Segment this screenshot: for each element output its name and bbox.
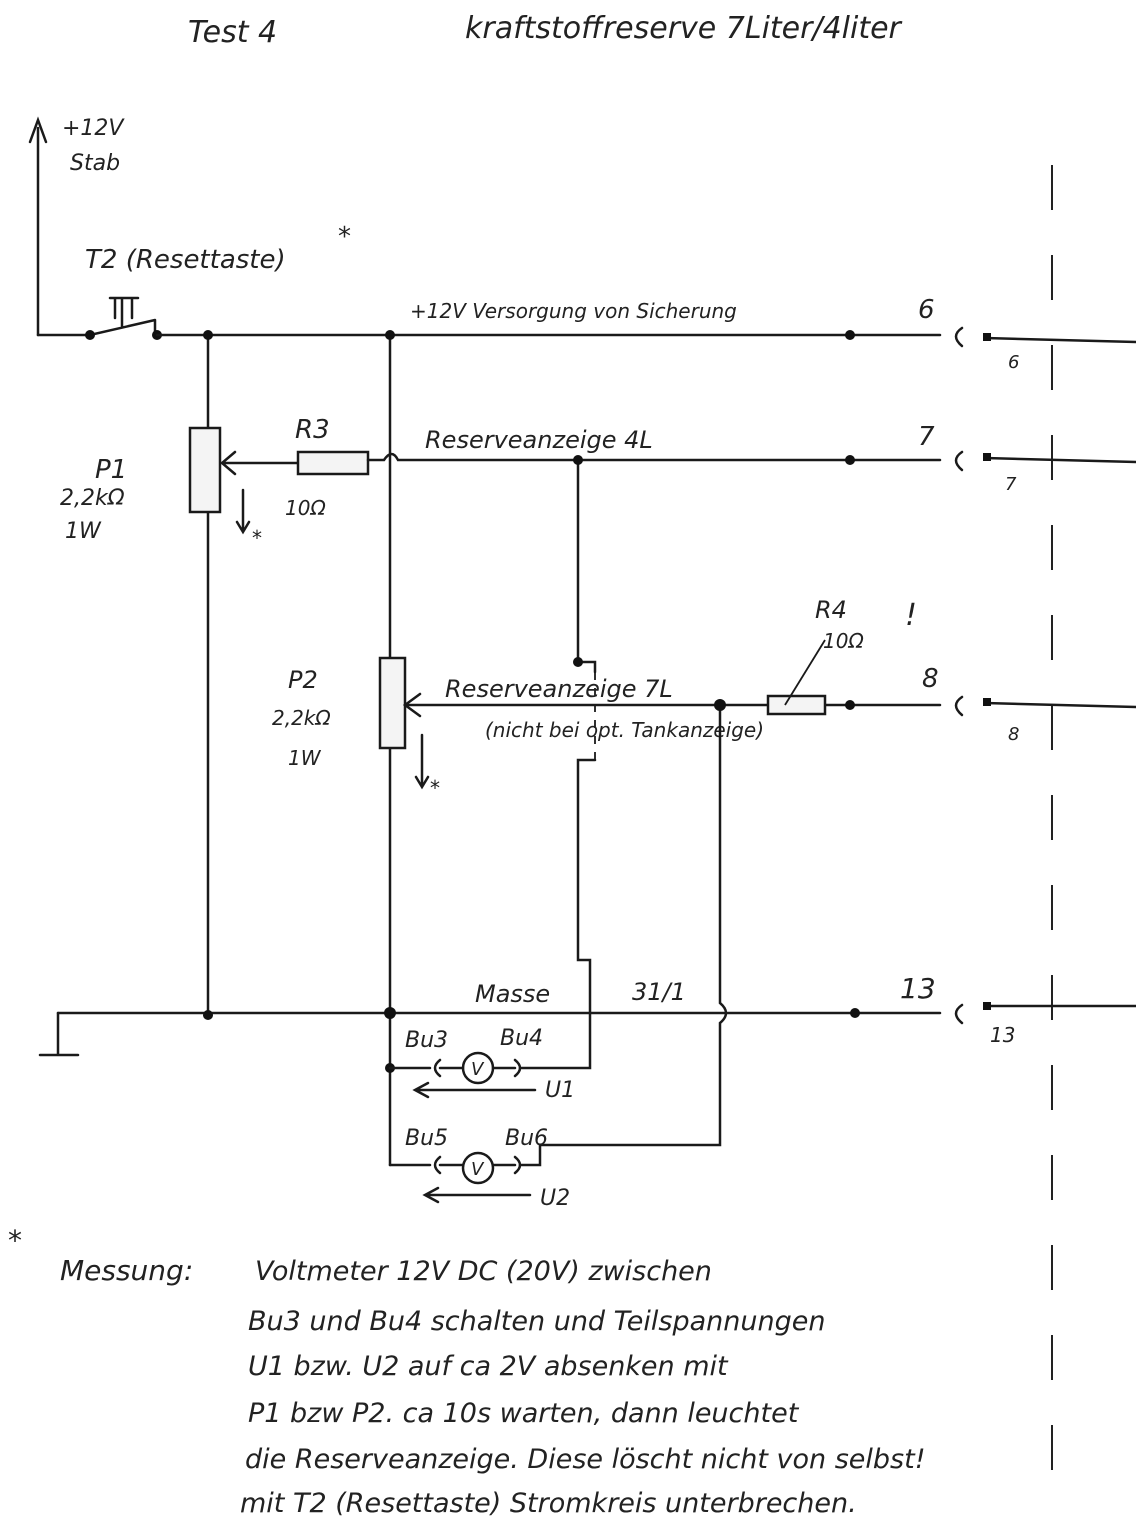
- voltmeter-symbol: V: [471, 1059, 485, 1080]
- supply-voltage: +12V: [62, 116, 125, 141]
- reset-switch-icon: [36, 296, 157, 337]
- voltmeter-u1: V Bu3 Bu4 U1: [388, 1026, 575, 1103]
- socket-bu6: Bu6: [505, 1126, 548, 1151]
- pin-7-label: 7: [918, 422, 935, 452]
- voltage-u1: U1: [545, 1078, 575, 1103]
- supply-line-label: +12V Versorgung von Sicherung: [410, 299, 737, 323]
- pin-6-label: 6: [918, 295, 935, 325]
- note-line: P1 bzw P2. ca 10s warten, dann leuchtet: [248, 1398, 800, 1429]
- p2-power: 1W: [288, 746, 322, 770]
- diagram-title: kraftstoffreserve 7Liter/4liter: [465, 11, 903, 46]
- r3-name: R3: [295, 415, 330, 445]
- reserve-7l-note: (nicht bei opt. Tankanzeige): [485, 718, 764, 742]
- note-line: die Reserveanzeige. Diese löscht nicht v…: [245, 1444, 926, 1475]
- connector-6-icon: [954, 326, 964, 348]
- connector-13-icon: [954, 1003, 964, 1025]
- voltmeter-symbol: V: [471, 1159, 485, 1180]
- r4-mark: !: [905, 598, 917, 633]
- ground-label: Masse: [475, 980, 550, 1008]
- pin-8-number: 8: [1008, 724, 1019, 745]
- adjust-arrow-icon: [235, 488, 251, 535]
- switch-star: *: [338, 222, 351, 252]
- pin-13-number: 13: [990, 1023, 1015, 1047]
- connector-8-icon: [954, 695, 964, 717]
- notes-star: *: [8, 1224, 22, 1257]
- r3-value: 10Ω: [285, 496, 326, 520]
- supply-label: Stab: [70, 151, 120, 176]
- p2-name: P2: [288, 666, 318, 694]
- note-line: U1 bzw. U2 auf ca 2V absenken mit: [248, 1351, 729, 1382]
- adjust-arrow-icon: [414, 733, 430, 790]
- p1-name: P1: [95, 455, 127, 485]
- potentiometer-p1: [188, 426, 222, 514]
- notes-heading: Messung:: [60, 1254, 193, 1287]
- ground-id: 31/1: [632, 978, 686, 1006]
- p2-star: *: [430, 776, 440, 800]
- r4-value: 10Ω: [823, 629, 864, 653]
- connector-7-icon: [954, 450, 964, 472]
- resistor-r4: [766, 694, 827, 716]
- p1-power: 1W: [65, 519, 102, 544]
- pin-7-number: 7: [1005, 474, 1017, 495]
- note-line: Bu3 und Bu4 schalten und Teilspannungen: [248, 1306, 825, 1337]
- p1-value: 2,2kΩ: [60, 486, 125, 511]
- p1-star: *: [252, 526, 262, 550]
- note-line: mit T2 (Resettaste) Stromkreis unterbrec…: [240, 1488, 857, 1519]
- test-title: Test 4: [188, 15, 277, 50]
- pin-6-number: 6: [1008, 352, 1019, 373]
- reserve-7l-label: Reserveanzeige 7L: [445, 675, 673, 703]
- voltage-u2: U2: [540, 1186, 570, 1211]
- pin-13-label: 13: [900, 972, 936, 1005]
- p2-value: 2,2kΩ: [272, 706, 331, 730]
- potentiometer-p2: [378, 656, 407, 750]
- reserve-4l-label: Reserveanzeige 4L: [425, 426, 653, 454]
- socket-bu4: Bu4: [500, 1026, 543, 1051]
- socket-bu5: Bu5: [405, 1126, 448, 1151]
- supply-arrow-icon: [28, 116, 48, 337]
- pin-8-label: 8: [922, 664, 939, 694]
- note-line: Voltmeter 12V DC (20V) zwischen: [255, 1256, 712, 1287]
- ground-icon: [38, 1011, 80, 1057]
- r4-name: R4: [815, 596, 847, 624]
- switch-label: T2 (Resettaste): [85, 245, 286, 275]
- voltmeter-u2: V Bu5 Bu6 U2: [388, 1126, 570, 1211]
- resistor-r3: [296, 450, 370, 476]
- socket-bu3: Bu3: [405, 1028, 448, 1053]
